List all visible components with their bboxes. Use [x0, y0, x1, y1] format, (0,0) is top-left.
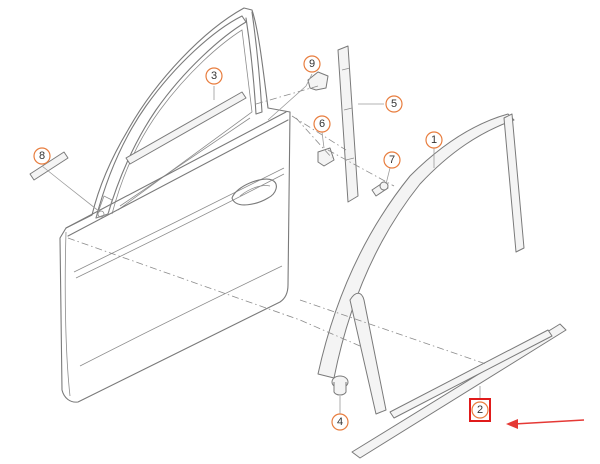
callout-1: 1 — [425, 131, 443, 149]
leader-lines — [41, 73, 481, 414]
part-7-screw — [371, 181, 389, 197]
callout-2-highlight — [469, 398, 491, 422]
part-1-frame-trim — [317, 113, 525, 415]
part-4-grommet — [331, 375, 349, 396]
callout-3-label: 3 — [211, 70, 217, 82]
callout-9-label: 9 — [309, 58, 315, 70]
part-9-clip — [307, 71, 329, 91]
callout-5-label: 5 — [391, 98, 397, 110]
callout-2-label: 2 — [477, 404, 483, 416]
part-6-clip — [317, 147, 335, 167]
part-3-window-strip — [125, 91, 247, 165]
callout-4-label: 4 — [337, 416, 343, 428]
part-8-trim — [29, 151, 69, 181]
callout-7-label: 7 — [389, 154, 395, 166]
callout-8-label: 8 — [39, 150, 45, 162]
callout-6-label: 6 — [319, 118, 325, 130]
callout-7: 7 — [383, 151, 401, 169]
alignment-lines — [67, 85, 487, 365]
callout-8: 8 — [33, 147, 51, 165]
callout-4: 4 — [331, 413, 349, 431]
callout-5: 5 — [385, 95, 403, 113]
callout-3: 3 — [205, 67, 223, 85]
front-door-shell — [59, 7, 291, 403]
callout-2: 2 — [469, 398, 491, 422]
callout-1-label: 1 — [431, 134, 437, 146]
callout-6: 6 — [313, 115, 331, 133]
callout-9: 9 — [303, 55, 321, 73]
part-2-belt-molding — [351, 323, 567, 459]
part-5-pillar-trim — [337, 45, 359, 203]
pointer-arrow — [506, 419, 585, 429]
